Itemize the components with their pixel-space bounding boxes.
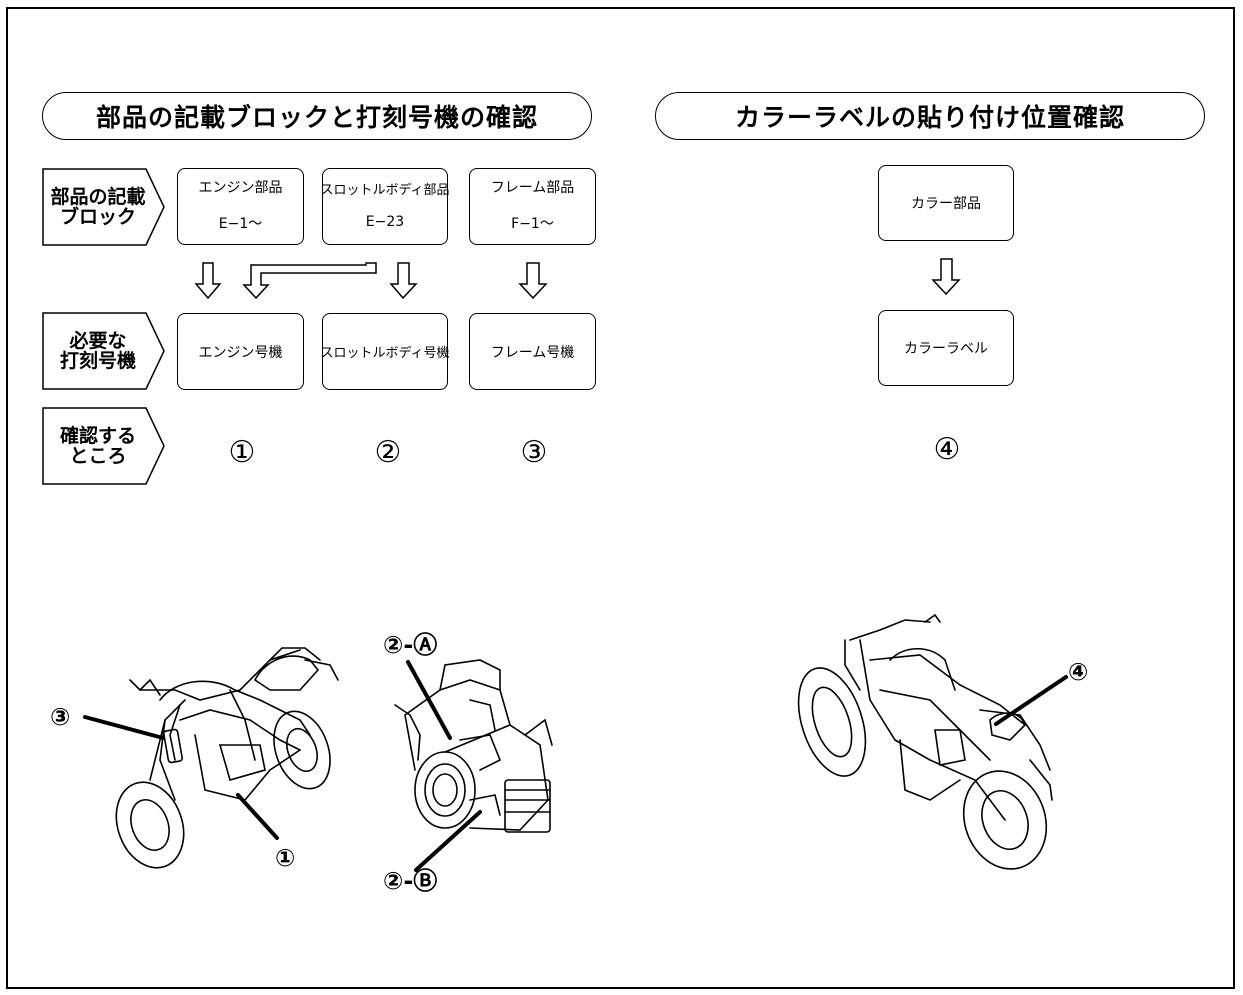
callout-throttle-a-label: ②-Ⓐ	[383, 631, 438, 659]
callout-lines-right	[994, 675, 1068, 726]
part-code: E−1〜	[218, 215, 263, 232]
down-arrow-icon	[194, 262, 222, 300]
down-arrow-icon	[389, 262, 418, 300]
part-code: F−1〜	[511, 215, 554, 232]
motorcycle-left-illustration	[115, 647, 339, 869]
part-box-frame: フレーム部品 F−1〜	[469, 168, 596, 245]
callout-throttle-b-label: ②-Ⓑ	[383, 867, 438, 895]
row-label-stamp: 必要な 打刻号機	[42, 312, 166, 390]
page-frame	[6, 7, 1235, 989]
stamp-box-frame: フレーム号機	[469, 313, 596, 390]
check-marker-frame: ③	[520, 435, 548, 470]
stamp-name: スロットルボディ号機	[320, 346, 450, 361]
motorcycle-right-illustration	[797, 613, 1053, 870]
part-box-throttle-body: スロットルボディ部品 E−23	[320, 168, 450, 245]
bent-arrow-icon	[242, 262, 377, 300]
row-label-check: 確認する ところ	[42, 407, 166, 485]
stamp-name: エンジン号機	[198, 344, 283, 361]
down-arrow-icon	[931, 258, 961, 296]
tag-shape	[42, 312, 165, 390]
right-section-title: カラーラベルの貼り付け位置確認	[655, 92, 1205, 140]
color-label-name: カラーラベル	[904, 341, 988, 357]
part-box-engine: エンジン部品 E−1〜	[177, 168, 304, 245]
check-marker-engine: ①	[228, 435, 256, 470]
callout-frame-label: ③	[50, 703, 71, 731]
stamp-box-throttle-body: スロットルボディ号機	[320, 313, 450, 390]
down-arrow-icon	[518, 262, 548, 300]
stamp-box-engine: エンジン号機	[177, 313, 304, 390]
color-part-name: カラー部品	[911, 196, 981, 212]
callout-color-label: ④	[1068, 658, 1089, 686]
part-name: フレーム部品	[490, 179, 575, 196]
tag-shape	[42, 407, 165, 485]
color-label-box: カラーラベル	[878, 310, 1014, 386]
callout-lines-left	[83, 715, 279, 840]
part-name: スロットルボディ部品	[320, 183, 450, 198]
throttle-body-illustration	[394, 659, 553, 833]
check-marker-throttle-body: ②	[374, 435, 402, 470]
part-code: E−23	[365, 214, 405, 230]
tag-shape	[42, 168, 165, 246]
left-section-title: 部品の記載ブロックと打刻号機の確認	[42, 92, 592, 140]
stamp-name: フレーム号機	[490, 344, 575, 361]
row-label-block: 部品の記載 ブロック	[42, 168, 166, 246]
check-marker-color-label: ④	[933, 432, 961, 467]
callout-lines-throttle	[406, 660, 482, 872]
color-part-box: カラー部品	[878, 165, 1014, 241]
callout-engine-label: ①	[275, 844, 296, 872]
part-name: エンジン部品	[198, 179, 283, 196]
